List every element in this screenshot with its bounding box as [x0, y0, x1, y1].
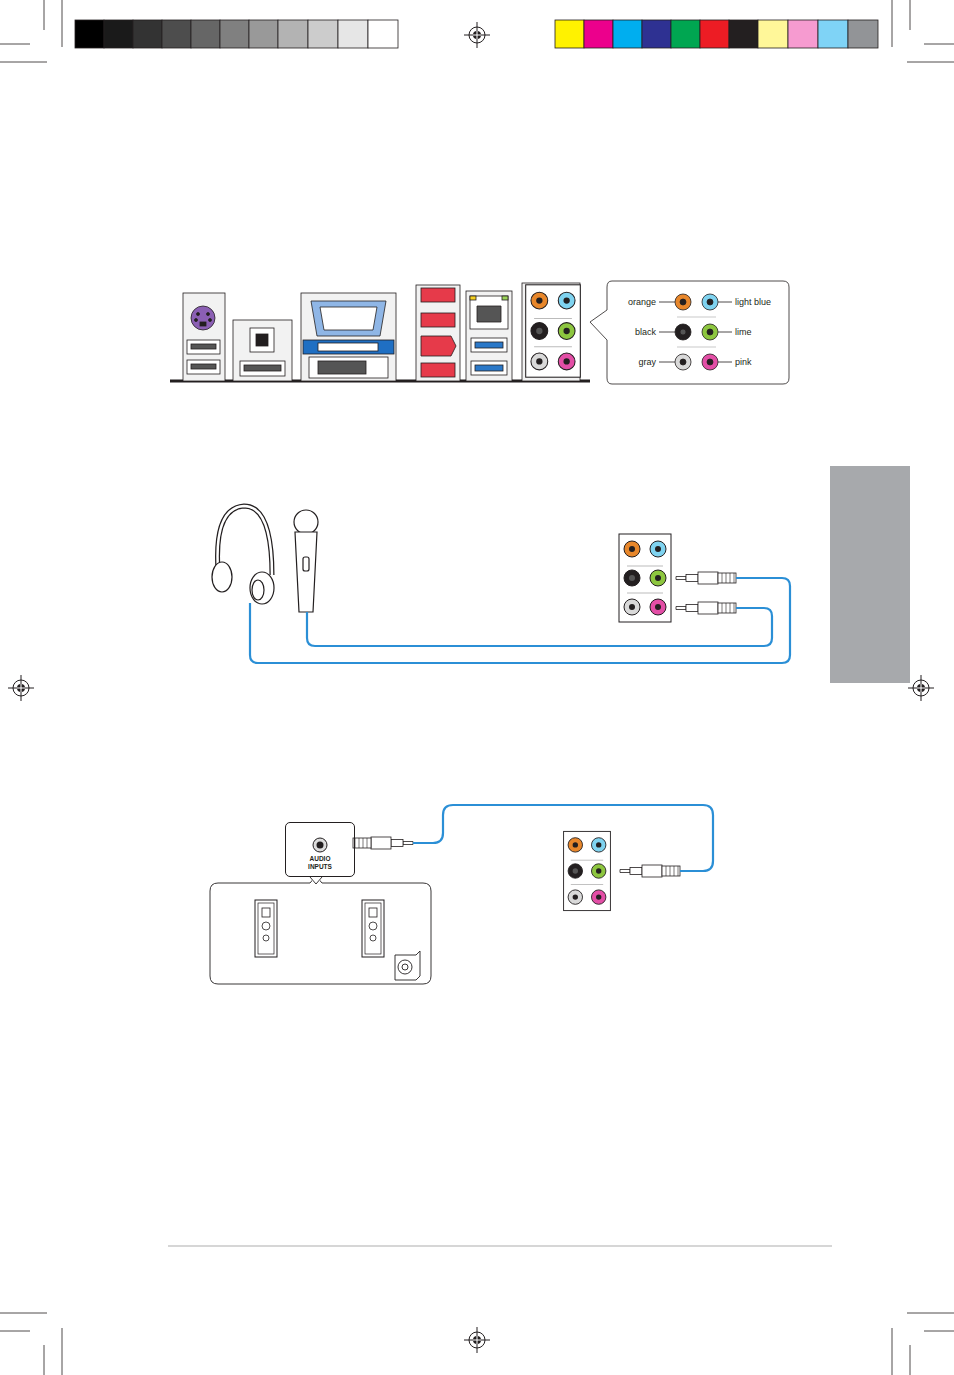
rear-panel	[170, 283, 590, 381]
audio-input-jack	[313, 838, 327, 852]
node-text: AUDIO INPUTS	[303, 855, 337, 870]
color-label: orange	[628, 298, 656, 307]
headphone	[212, 506, 274, 604]
callout-box	[590, 281, 789, 384]
callout-jacks	[659, 294, 732, 370]
callout-pointer	[310, 877, 322, 884]
audio-cables	[250, 578, 790, 663]
color-label: light blue	[735, 298, 771, 307]
color-bar	[555, 20, 878, 48]
color-label: black	[635, 328, 656, 337]
footer-rule	[168, 1245, 832, 1247]
color-label: gray	[638, 358, 656, 367]
speaker-cable	[413, 805, 713, 871]
microphone	[294, 510, 318, 612]
audio-input-box: AUDIO INPUTS	[285, 822, 355, 877]
color-label: pink	[735, 358, 752, 367]
side-tab	[830, 466, 910, 683]
subwoofer	[395, 951, 420, 980]
color-label: lime	[735, 328, 752, 337]
speaker-group	[210, 876, 431, 984]
grayscale-bar	[75, 20, 398, 48]
